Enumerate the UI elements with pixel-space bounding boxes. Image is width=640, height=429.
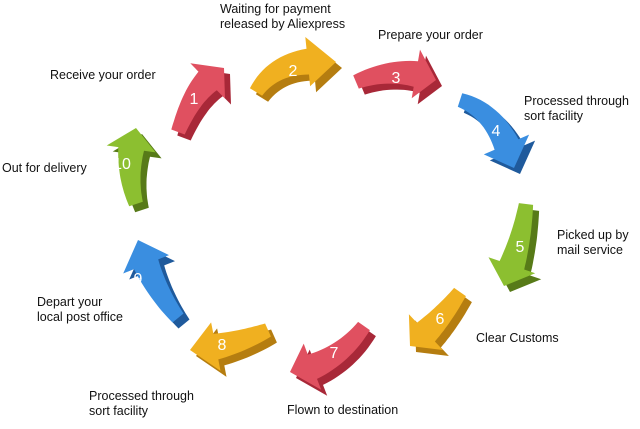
step-1-number: 1 [190,91,199,108]
step-5-label-line: mail service [557,243,623,257]
step-6-label: Clear Customs [476,331,559,346]
step-7-arrow-face [290,321,370,390]
step-3-label: Prepare your order [378,28,483,43]
step-7-number: 7 [330,345,339,362]
step-5-arrow: 5 [488,203,542,292]
step-3-arrow-face [353,49,436,99]
step-9-label-line: local post office [37,310,123,324]
step-6-arrow-face [408,287,466,350]
step-10-label: Out for delivery [2,161,87,176]
step-5-label-line: Picked up by [557,228,629,242]
step-10-arrow: 10 [106,128,162,213]
step-7-label: Flown to destination [287,403,398,418]
step-6-number: 6 [436,311,445,328]
step-8-label-line: Processed through [89,389,194,403]
step-4-number: 4 [492,123,501,140]
step-2-label-line: released by Aliexpress [220,17,346,31]
step-6-label-line: Clear Customs [476,331,559,345]
step-8-arrow: 8 [190,322,277,377]
step-4-arrow-face [457,93,530,168]
step-1-label: Receive your order [50,68,156,83]
step-3-arrow: 3 [353,49,442,105]
step-6-arrow: 6 [408,287,472,356]
step-4-label-line: sort facility [524,109,584,123]
step-1-arrow-face [171,63,225,135]
step-2-arrow: 2 [249,37,342,102]
step-8-number: 8 [218,337,227,354]
step-3-number: 3 [392,70,401,87]
step-2-number: 2 [289,63,298,80]
step-5-arrow-face [488,203,536,286]
step-9-arrow: 9 [123,240,190,329]
step-10-number: 10 [113,156,131,173]
step-4-label-line: Processed through [524,94,629,108]
step-10-label-line: Out for delivery [2,161,87,175]
step-7-label-line: Flown to destination [287,403,399,417]
step-1-arrow: 1 [171,63,231,141]
step-9-number: 9 [134,271,143,288]
step-8-arrow-face [190,322,271,371]
step-10-arrow-face [106,128,156,207]
step-9-arrow-face [123,240,184,323]
step-8-label-line: sort facility [89,404,149,418]
step-9-label-line: Depart your [37,295,103,309]
step-1-label-line: Receive your order [50,68,156,82]
step-3-label-line: Prepare your order [378,28,483,42]
step-2-arrow-face [249,37,336,96]
step-4-arrow: 4 [457,93,536,174]
step-5-number: 5 [516,239,525,256]
step-7-arrow: 7 [290,321,376,396]
step-2-label-line: Waiting for payment [220,2,331,16]
